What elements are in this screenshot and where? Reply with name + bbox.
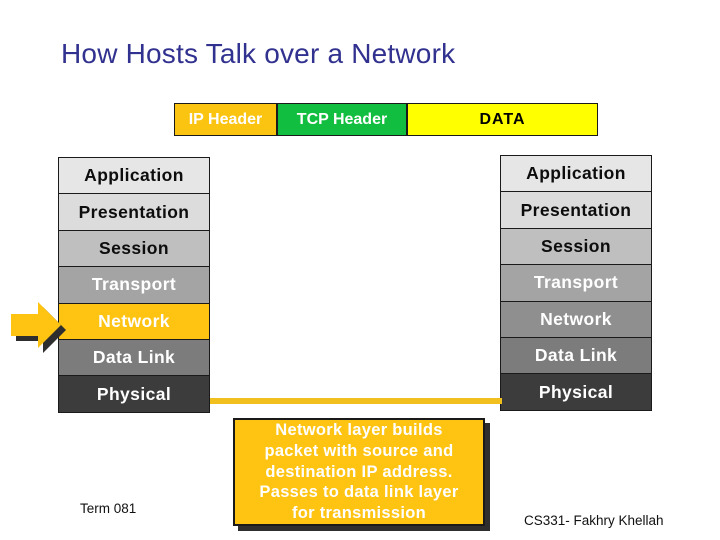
physical-link-wire (210, 398, 502, 404)
callout-line: Network layer builds (275, 421, 443, 439)
layer-data-link: Data Link (58, 338, 210, 377)
callout-line: for transmission (291, 504, 427, 523)
layer-session: Session (58, 229, 210, 268)
layer-presentation: Presentation (58, 193, 210, 231)
layer-session: Session (500, 227, 652, 266)
osi-stack-right: Application Presentation Session Transpo… (500, 155, 652, 411)
layer-network-highlighted: Network (58, 302, 210, 340)
footer-credit: CS331- Fakhry Khellah (524, 513, 664, 528)
packet-segment-data: DATA (407, 103, 598, 136)
layer-application: Application (58, 157, 210, 195)
layer-application: Application (500, 155, 652, 193)
network-layer-callout: Network layer builds packet with source … (233, 418, 485, 526)
callout-line: packet with source and (264, 441, 454, 460)
layer-network: Network (500, 300, 652, 338)
slide-title: How Hosts Talk over a Network (61, 38, 456, 69)
layer-data-link: Data Link (500, 336, 652, 375)
network-pointer-arrow-icon (11, 302, 67, 354)
osi-stack-left: Application Presentation Session Transpo… (58, 157, 210, 413)
layer-transport: Transport (500, 264, 652, 302)
layer-physical: Physical (58, 375, 210, 413)
footer-term: Term 081 (80, 501, 137, 516)
packet-segment-ip-header: IP Header (174, 103, 277, 136)
packet-segment-tcp-header: TCP Header (277, 103, 407, 136)
layer-physical: Physical (500, 373, 652, 411)
callout-line: destination IP address. (265, 462, 453, 481)
callout-line: Passes to data link layer (259, 483, 459, 502)
layer-presentation: Presentation (500, 191, 652, 229)
layer-transport: Transport (58, 266, 210, 304)
